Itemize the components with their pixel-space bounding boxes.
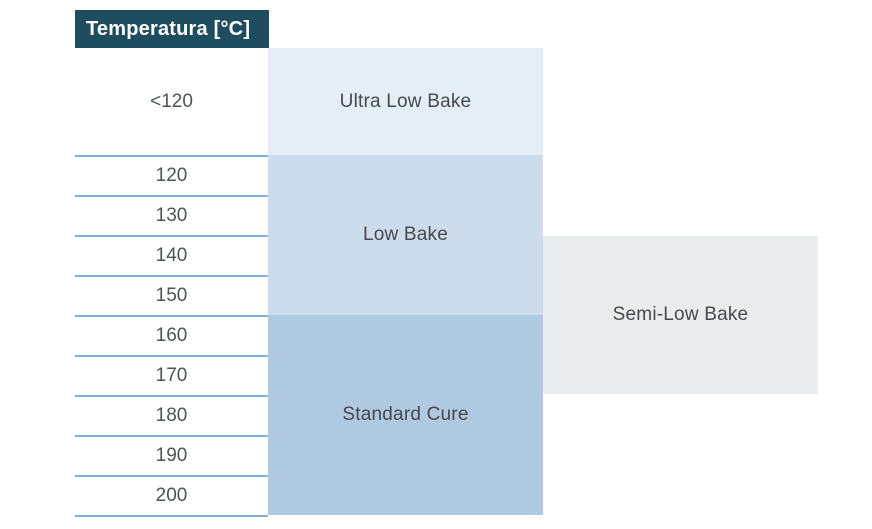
block-label: Ultra Low Bake <box>339 90 472 112</box>
block-standard-cure: Standard Cure <box>268 315 543 515</box>
block-label: Semi-Low Bake <box>612 304 749 325</box>
temp-cell-lt120: <120 <box>75 48 268 155</box>
temp-cell: 120 <box>75 155 268 195</box>
temp-cell: 150 <box>75 275 268 315</box>
temp-cell-label: 150 <box>155 285 188 306</box>
temp-cell-label: <120 <box>150 90 193 112</box>
temp-cell: 190 <box>75 435 268 475</box>
block-semi-low-bake: Semi-Low Bake <box>543 236 818 394</box>
temp-cell-label: 130 <box>155 205 188 226</box>
temp-cell-label: 170 <box>155 365 188 386</box>
temperature-header-label: Temperatura [°C] <box>86 17 251 40</box>
block-label: Low Bake <box>362 224 449 245</box>
temp-cell-label: 140 <box>155 245 188 266</box>
temp-cell-label: 190 <box>155 445 188 466</box>
temp-cell: 180 <box>75 395 268 435</box>
block-label: Standard Cure <box>342 404 469 425</box>
temperature-header: Temperatura [°C] <box>75 10 269 48</box>
temp-cell-label: 180 <box>155 405 188 426</box>
temp-cell: 130 <box>75 195 268 235</box>
temp-cell: 160 <box>75 315 268 355</box>
temp-cell-label: 120 <box>155 165 188 186</box>
block-low-bake: Low Bake <box>268 155 543 315</box>
temp-cell: 140 <box>75 235 268 275</box>
block-ultra-low-bake: Ultra Low Bake <box>268 48 543 155</box>
temp-cell-label: 200 <box>155 485 188 506</box>
temperature-scale: 120 130 140 150 160 170 180 190 200 <box>75 155 268 517</box>
temp-cell-label: 160 <box>155 325 188 346</box>
temp-cell: 200 <box>75 475 268 515</box>
temp-cell: 170 <box>75 355 268 395</box>
